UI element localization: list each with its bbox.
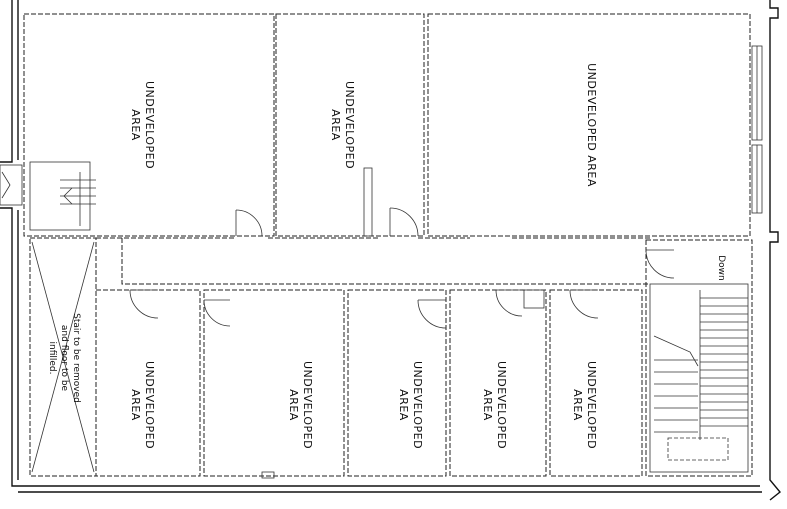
room-label-upper-left-line1: UNDEVELOPED xyxy=(143,81,156,169)
room-label-upper-right: UNDEVELOPED AREA xyxy=(585,63,598,187)
room-label-upper-middle: UNDEVELOPED AREA xyxy=(329,81,356,169)
window-lower-right xyxy=(751,144,763,214)
note-stair-direction: Down xyxy=(716,255,726,281)
partition-walls xyxy=(261,167,545,479)
room-label-lower-5-line1: UNDEVELOPED xyxy=(585,361,598,449)
door-lower-3 xyxy=(417,299,447,329)
room-label-lower-5-line2: AREA xyxy=(571,389,584,421)
lower-right-stair xyxy=(645,239,753,477)
room-lower-3 xyxy=(347,289,447,477)
room-label-upper-right-line1: UNDEVELOPED AREA xyxy=(585,63,598,187)
room-label-lower-2-line2: AREA xyxy=(287,389,300,421)
room-label-lower-4: UNDEVELOPED AREA xyxy=(481,361,508,449)
note-stair-removed-line3: infilled. xyxy=(47,342,57,375)
room-label-upper-left-line2: AREA xyxy=(129,109,142,141)
room-label-lower-4-line2: AREA xyxy=(481,389,494,421)
upper-stair xyxy=(29,161,96,231)
note-stair-removed: Stair to be removed and floor to be infi… xyxy=(47,313,81,403)
door-lower-2 xyxy=(203,299,231,327)
door-stair xyxy=(645,249,675,279)
window-upper-right xyxy=(751,45,763,141)
door-upper-middle xyxy=(389,207,419,237)
room-label-lower-1-line1: UNDEVELOPED xyxy=(143,361,156,449)
room-upper-left xyxy=(23,13,275,237)
corridor xyxy=(96,237,652,285)
room-label-lower-5: UNDEVELOPED AREA xyxy=(571,361,598,449)
room-label-lower-1-line2: AREA xyxy=(129,389,142,421)
room-label-lower-2-line1: UNDEVELOPED xyxy=(301,361,314,449)
room-lower-2 xyxy=(203,289,345,477)
note-stair-removed-line2: and floor to be xyxy=(59,325,69,392)
note-stair-removed-line1: Stair to be removed xyxy=(71,313,81,403)
exterior-wall xyxy=(0,0,781,501)
room-lower-4 xyxy=(449,289,547,477)
door-lower-1 xyxy=(129,289,159,319)
room-upper-middle xyxy=(275,13,425,237)
room-label-upper-middle-line2: AREA xyxy=(329,109,342,141)
room-label-lower-3-line1: UNDEVELOPED xyxy=(411,361,424,449)
room-label-lower-1: UNDEVELOPED AREA xyxy=(129,361,156,449)
room-label-upper-left: UNDEVELOPED AREA xyxy=(129,81,156,169)
room-upper-right xyxy=(427,13,751,237)
room-label-lower-3-line2: AREA xyxy=(397,389,410,421)
door-lower-4 xyxy=(495,289,523,317)
room-label-lower-3: UNDEVELOPED AREA xyxy=(397,361,424,449)
door-upper-left xyxy=(235,209,263,237)
left-entry xyxy=(0,164,23,206)
room-label-lower-4-line1: UNDEVELOPED xyxy=(495,361,508,449)
doors xyxy=(129,207,675,329)
stair-direction-label: Down xyxy=(716,255,726,281)
room-label-upper-middle-line1: UNDEVELOPED xyxy=(343,81,356,169)
door-lower-5 xyxy=(569,289,599,319)
room-label-lower-2: UNDEVELOPED AREA xyxy=(287,361,314,449)
